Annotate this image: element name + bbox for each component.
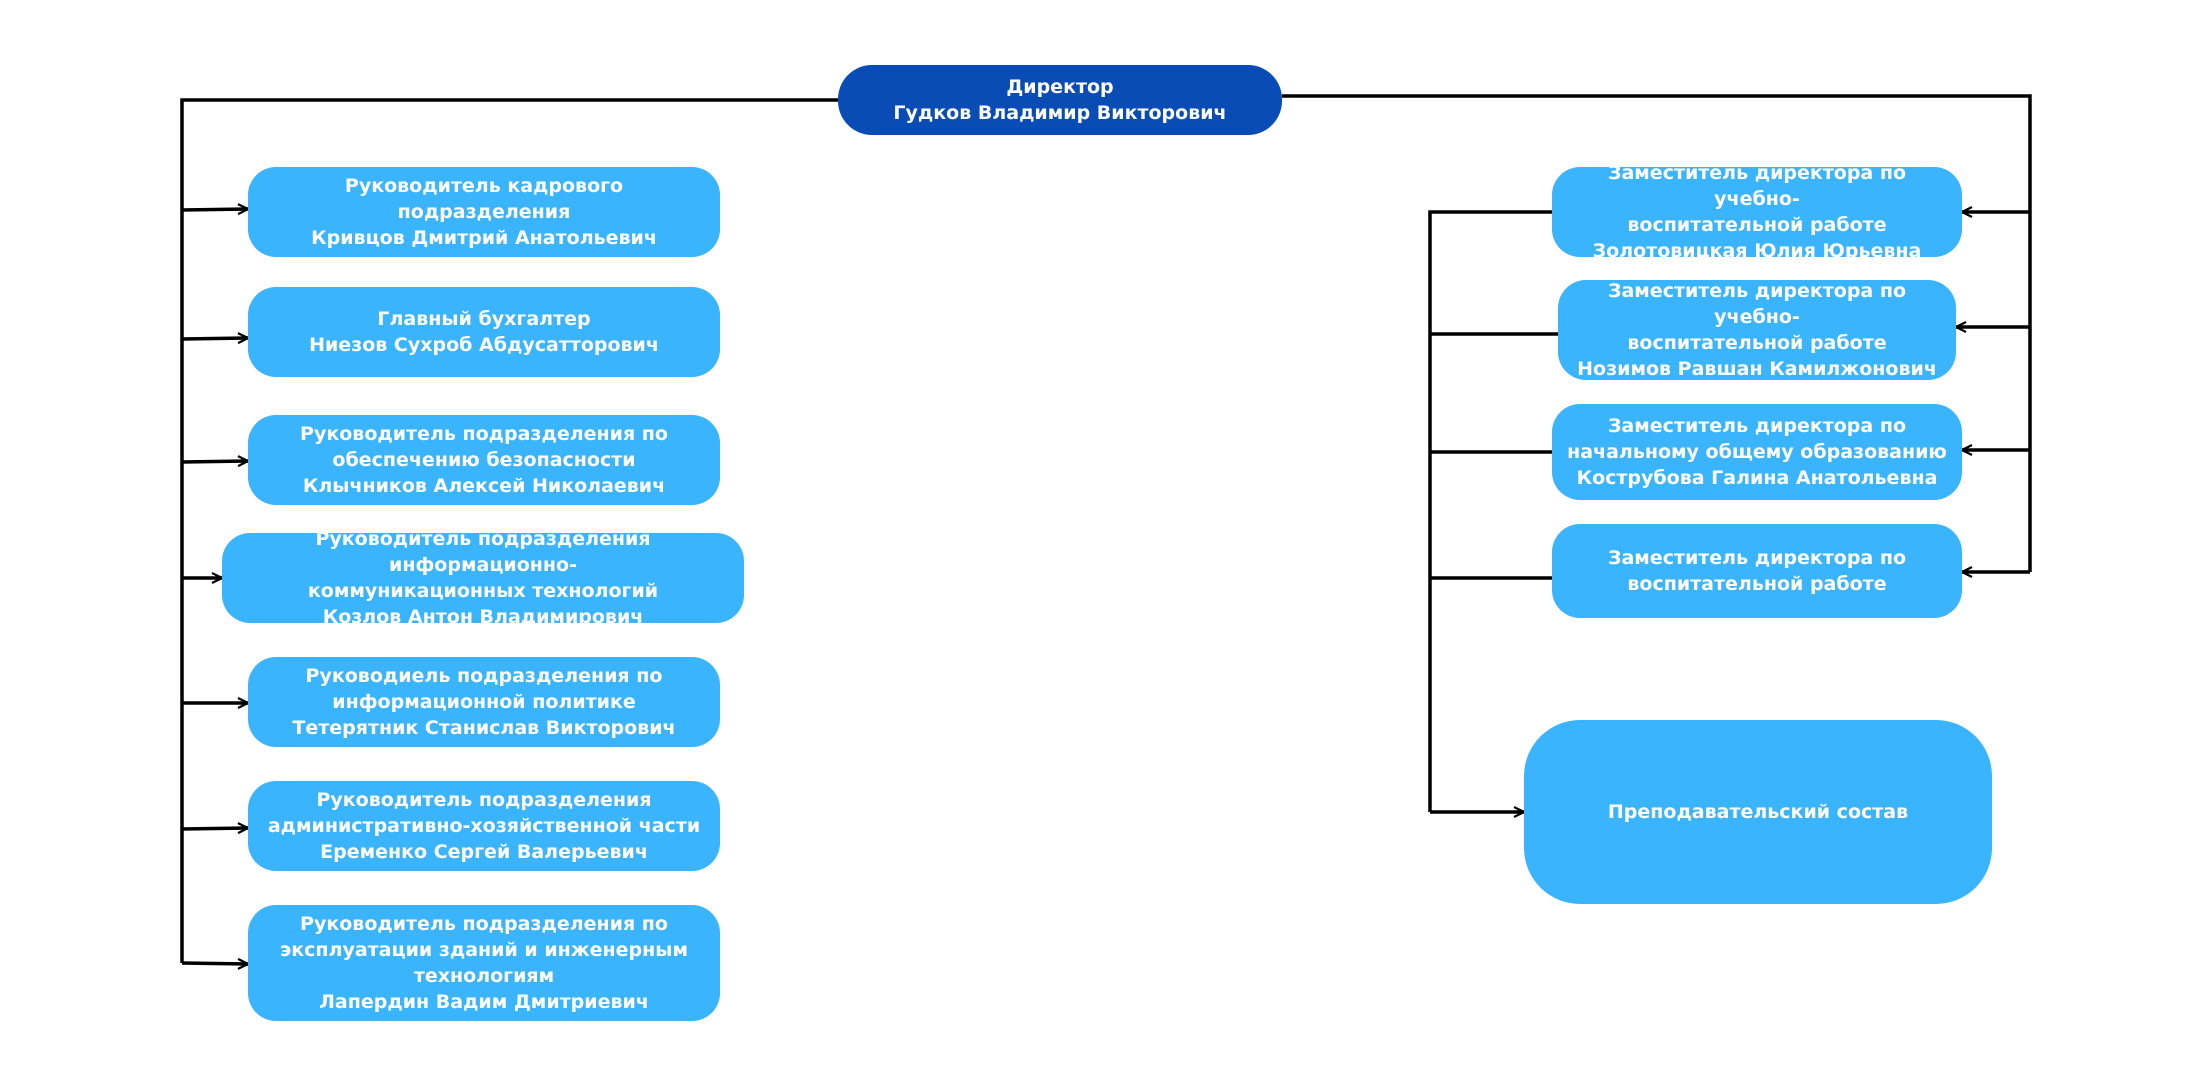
unit-line: воспитательной работе — [1627, 214, 1887, 236]
unit-line: Заместитель директора по учебно- — [1607, 280, 1907, 328]
unit-line: Руководитель подразделения информационно… — [315, 528, 651, 576]
right-unit-deputy-2: Заместитель директора по учебно- воспита… — [1558, 280, 1956, 380]
unit-line: Еременко Сергей Валерьевич — [320, 841, 648, 863]
left-unit-hr: Руководитель кадрового подразделения Кри… — [248, 167, 720, 257]
left-trunk — [180, 98, 838, 963]
unit-line: Заместитель директора по учебно- — [1607, 162, 1907, 210]
staff-trunk — [1428, 210, 1552, 812]
arrow-left-3 — [181, 461, 248, 462]
right-unit-deputy-3: Заместитель директора по начальному обще… — [1552, 404, 1962, 500]
unit-line: Главный бухгалтер — [377, 308, 591, 330]
unit-line: обеспечению безопасности — [332, 449, 636, 471]
unit-line: коммуникационных технологий — [307, 580, 659, 602]
unit-line: начальному общему образованию — [1567, 441, 1947, 463]
right-unit-deputy-4: Заместитель директора по воспитательной … — [1552, 524, 1962, 618]
unit-line: Тетерятник Станислав Викторович — [292, 717, 676, 739]
unit-line: Нозимов Равшан Камилжонович — [1577, 358, 1937, 380]
left-unit-admin: Руководитель подразделения административ… — [248, 781, 720, 871]
unit-line: Ниезов Сухроб Абдусатторович — [309, 334, 659, 356]
unit-line: Заместитель директора по — [1607, 547, 1907, 569]
arrow-left-2 — [181, 338, 248, 339]
unit-line: технологиям — [413, 965, 555, 987]
teaching-staff-box: Преподавательский состав — [1524, 720, 1992, 904]
left-unit-buildings: Руководитель подразделения по эксплуатац… — [248, 905, 720, 1021]
unit-line: эксплуатации зданий и инженерным — [279, 939, 689, 961]
left-unit-accountant: Главный бухгалтер Ниезов Сухроб Абдусатт… — [248, 287, 720, 377]
unit-line: информационной политике — [332, 691, 636, 713]
director-box: Директор Гудков Владимир Викторович — [838, 65, 1282, 135]
unit-line: Руководиель подразделения по — [305, 665, 663, 687]
unit-line: Заместитель директора по — [1607, 415, 1907, 437]
unit-line: воспитательной работе — [1627, 573, 1887, 595]
unit-line: Козлов Антон Владимирович — [322, 606, 644, 628]
unit-line: Руководитель подразделения по — [300, 913, 668, 935]
unit-line: Клычников Алексей Николаевич — [302, 475, 666, 497]
unit-line: Золотовицкая Юлия Юрьевна — [1592, 240, 1922, 262]
teaching-staff-label: Преподавательский состав — [1607, 801, 1909, 823]
unit-line: Кривцов Дмитрий Анатольевич — [311, 227, 657, 249]
unit-line: Лапердин Вадим Дмитриевич — [319, 991, 649, 1013]
unit-line: административно-хозяйственной части — [267, 815, 701, 837]
arrow-left-7 — [181, 963, 248, 964]
left-unit-info-policy: Руководиель подразделения по информацион… — [248, 657, 720, 747]
arrow-left-1 — [181, 209, 248, 210]
unit-line: Руководитель подразделения — [316, 789, 652, 811]
unit-line: воспитательной работе — [1627, 332, 1887, 354]
arrow-left-6 — [181, 828, 248, 829]
right-unit-deputy-1: Заместитель директора по учебно- воспита… — [1552, 162, 1962, 262]
director-title: Директор — [1006, 76, 1114, 98]
unit-line: Руководитель кадрового подразделения — [344, 175, 624, 223]
unit-line: Кострубова Галина Анатольевна — [1576, 467, 1938, 489]
unit-line: Руководитель подразделения по — [300, 423, 668, 445]
left-unit-security: Руководитель подразделения по обеспечени… — [248, 415, 720, 505]
left-unit-ict: Руководитель подразделения информационно… — [222, 528, 744, 628]
right-trunk — [1282, 94, 2032, 572]
director-name: Гудков Владимир Викторович — [893, 102, 1227, 124]
